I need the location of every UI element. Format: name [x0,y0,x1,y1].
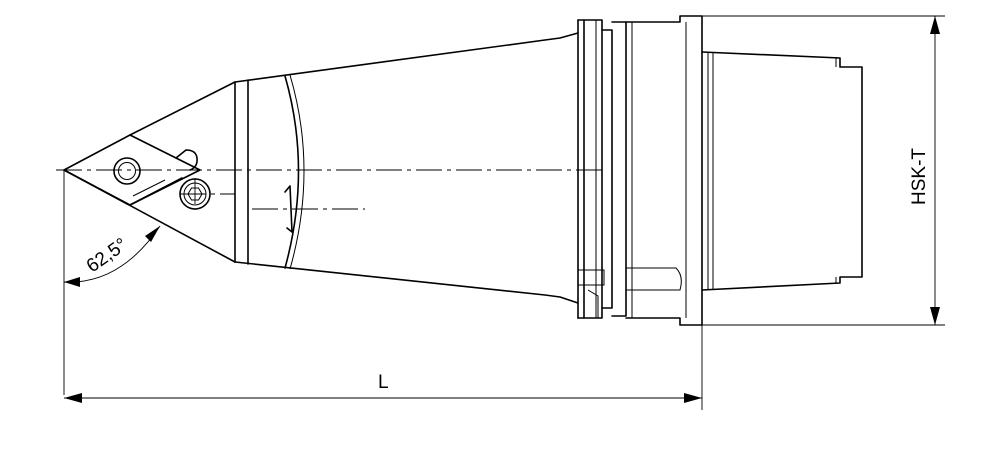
insert-seat [63,81,236,263]
length-dimension: L [64,325,703,410]
hsk-taper-shank [701,51,863,291]
center-lines [56,169,605,210]
height-dimension: HSK-T [702,15,945,326]
tool-body [234,32,579,304]
length-label: L [378,372,389,393]
clamp-pin [175,149,198,171]
angle-dimension: 62,5° [63,170,161,395]
angle-label: 62,5° [83,234,132,277]
flange-collar [577,15,703,326]
height-label: HSK-T [909,148,930,205]
